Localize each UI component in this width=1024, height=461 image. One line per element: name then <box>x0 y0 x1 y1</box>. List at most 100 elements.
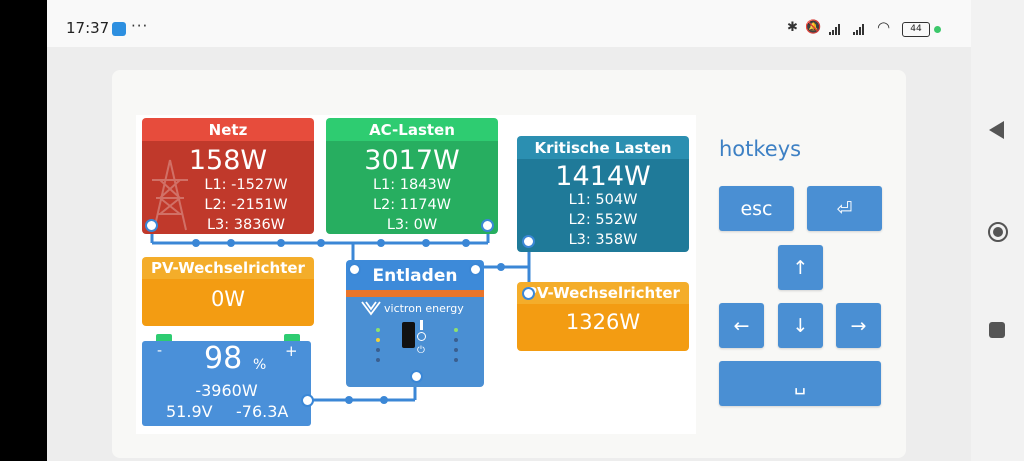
hotkeys-title: hotkeys <box>719 137 802 161</box>
pv-left-body-bg <box>142 279 314 326</box>
grid-body-bg <box>142 141 314 234</box>
critical-header-bg <box>517 136 689 159</box>
battery-terminal-minus <box>156 334 172 341</box>
battery-connector <box>301 394 314 407</box>
flow-dot <box>192 239 200 247</box>
grid-connector <box>145 219 158 232</box>
led-off <box>376 348 380 352</box>
wifi-icon: ◠ <box>877 18 891 36</box>
navigation-bar <box>971 0 1024 461</box>
inverter-dc-connector <box>410 370 423 383</box>
grid-l1: L1: -1527W <box>204 177 288 193</box>
grid-header-bg <box>142 118 314 141</box>
battery-terminal-plus <box>284 334 300 341</box>
critical-loads-box[interactable]: Kritische Lasten 1414W L1: 504W L2: 552W… <box>517 136 689 252</box>
inverter-out-connector <box>469 263 482 276</box>
pv-left-power: 0W <box>210 287 246 311</box>
ac-loads-l2: L2: 1174W <box>372 197 452 213</box>
led-green <box>376 328 380 332</box>
battery-power: -3960W <box>195 381 258 400</box>
led-off <box>454 348 458 352</box>
led-off <box>376 358 380 362</box>
down-arrow-key[interactable]: ↓ <box>778 303 823 348</box>
pv-inverter-right-box[interactable]: PV-Wechselrichter 1326W <box>517 282 689 351</box>
grid-l3: L3: 3836W <box>206 217 286 233</box>
inverter-switch <box>402 322 415 348</box>
pv-left-header-bg <box>142 257 314 279</box>
recents-icon[interactable] <box>989 322 1005 338</box>
critical-loads-l2: L2: 552W <box>568 212 638 228</box>
ac-header-bg <box>326 118 498 141</box>
esc-key[interactable]: esc <box>719 186 794 231</box>
pylon-icon <box>152 159 188 231</box>
pv-right-connector <box>522 287 535 300</box>
notification-app-icon <box>112 22 126 36</box>
enter-key[interactable]: ⏎ <box>807 186 882 231</box>
grid-box[interactable]: Netz 158W L1: -1527W L2: -2151W L3: 3836… <box>142 118 314 234</box>
battery-soc-unit: % <box>253 357 267 373</box>
flow-dot <box>380 396 388 404</box>
flow-dot <box>227 239 235 247</box>
battery-current: -76.3A <box>236 402 289 421</box>
ac-loads-l1: L1: 1843W <box>372 177 452 193</box>
grid-title: Netz <box>208 121 248 139</box>
led-off <box>454 338 458 342</box>
critical-loads-l3: L3: 358W <box>568 232 638 248</box>
left-arrow-key[interactable]: ← <box>719 303 764 348</box>
flow-dot <box>377 239 385 247</box>
ac-loads-box[interactable]: AC-Lasten 3017W L1: 1843W L2: 1174W L3: … <box>326 118 498 234</box>
pv-inverter-left-box[interactable]: PV-Wechselrichter 0W <box>142 257 314 326</box>
critical-loads-l1: L1: 504W <box>568 192 638 208</box>
battery-voltage: 51.9V <box>166 402 213 421</box>
power-icon: ⏻ <box>417 345 425 356</box>
back-icon[interactable] <box>989 121 1005 139</box>
led-yellow <box>376 338 380 342</box>
ac-loads-power: 3017W <box>364 145 460 176</box>
led-off <box>454 358 458 362</box>
inverter-box[interactable]: Entladen victron energy ⏻ <box>346 260 484 387</box>
inverter-header-bg <box>346 260 484 290</box>
pv-right-body-bg <box>517 304 689 351</box>
grid-power: 158W <box>188 145 268 176</box>
inverter-brand: victron energy <box>384 302 464 315</box>
critical-loads-connector <box>522 235 535 248</box>
battery-box[interactable]: - + 98 % -3960W 51.9V -76.3A <box>142 341 311 426</box>
battery-body-bg <box>142 341 311 426</box>
ac-loads-l3: L3: 0W <box>386 217 438 233</box>
energy-overview-panel: Netz 158W L1: -1527W L2: -2151W L3: 3836… <box>136 115 696 434</box>
flow-dot <box>345 396 353 404</box>
flow-dot <box>422 239 430 247</box>
left-black-bar <box>0 0 47 461</box>
pv-right-header-bg <box>517 282 689 304</box>
battery-soc: 98 <box>204 341 243 376</box>
critical-loads-power: 1414W <box>555 161 651 192</box>
pv-left-title: PV-Wechselrichter <box>151 259 305 277</box>
flow-dot <box>317 239 325 247</box>
inverter-state: Entladen <box>372 266 458 286</box>
privacy-indicator-dot <box>934 26 941 33</box>
victron-logo-icon <box>361 301 381 316</box>
switch-off-mark <box>417 332 426 341</box>
battery-indicator: 44 <box>902 22 930 37</box>
space-key[interactable]: ␣ <box>719 361 881 406</box>
mute-icon: 🔕 <box>805 20 822 35</box>
up-arrow-key[interactable]: ↑ <box>778 245 823 290</box>
flow-dot <box>462 239 470 247</box>
battery-minus: - <box>157 343 163 359</box>
switch-on-mark <box>420 320 423 330</box>
signal-1-icon <box>829 23 840 35</box>
flow-dot <box>497 263 505 271</box>
pv-right-power: 1326W <box>565 310 641 334</box>
grid-l2: L2: -2151W <box>204 197 288 213</box>
ac-loads-connector <box>481 219 494 232</box>
status-time: 17:37 <box>66 19 110 37</box>
ac-loads-title: AC-Lasten <box>369 121 455 139</box>
more-notifications-icon: ··· <box>131 17 149 35</box>
bluetooth-icon: ✱ <box>787 20 798 35</box>
led-green <box>454 328 458 332</box>
home-icon[interactable] <box>987 221 1009 243</box>
pv-right-title: PV-Wechselrichter <box>526 284 680 302</box>
critical-loads-title: Kritische Lasten <box>534 139 672 157</box>
ac-body-bg <box>326 141 498 234</box>
right-arrow-key[interactable]: → <box>836 303 881 348</box>
